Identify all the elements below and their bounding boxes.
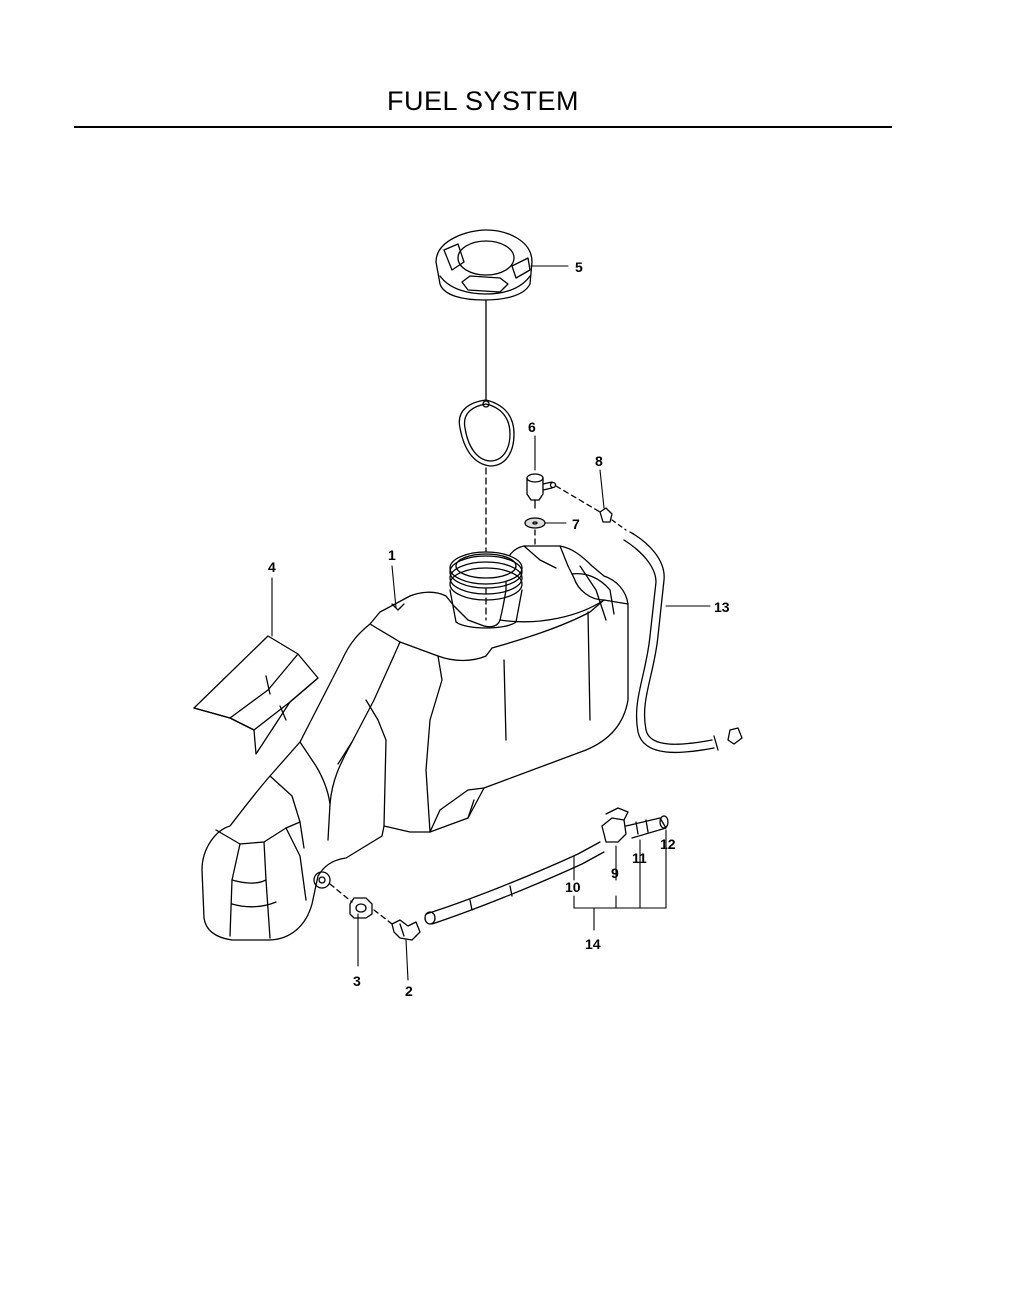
- filler-neck-drawing: [449, 551, 523, 629]
- vent-dash-line: [555, 485, 601, 513]
- callout-12: 12: [660, 836, 676, 852]
- vent-hose-drawing: [623, 531, 743, 754]
- callout-14: 14: [585, 936, 601, 952]
- heat-shield-drawing: [193, 635, 319, 755]
- shut-off-valve-drawing: [601, 807, 669, 843]
- cap-tether-drawing: [458, 399, 515, 467]
- callout-3: 3: [353, 973, 361, 989]
- callout-6: 6: [528, 419, 536, 435]
- leader-lines: [271, 265, 711, 981]
- fuel-cap-drawing: [435, 229, 533, 401]
- callout-7: 7: [572, 516, 580, 532]
- fuel-tank-drawing: [201, 545, 629, 941]
- callout-4: 4: [268, 559, 276, 575]
- title-divider: [74, 126, 892, 128]
- callout-5: 5: [575, 259, 583, 275]
- hose-clamp-drawing: [599, 507, 613, 523]
- callout-11: 11: [632, 850, 647, 866]
- callout-1: 1: [388, 547, 396, 563]
- vent-grommet-drawing: [524, 517, 546, 529]
- callout-2: 2: [405, 983, 413, 999]
- callout-8: 8: [595, 453, 603, 469]
- callout-13: 13: [714, 599, 730, 615]
- page-title: FUEL SYSTEM: [386, 86, 580, 116]
- callout-9: 9: [611, 865, 619, 881]
- elbow-fitting-drawing: [391, 919, 421, 941]
- callout-labels: 1 2 3 4 5 6 7 8 9 10 11 12 13 14: [268, 259, 730, 999]
- grommet-drawing: [349, 897, 373, 919]
- vent-valve-drawing: [526, 473, 557, 509]
- callout-10: 10: [565, 879, 581, 895]
